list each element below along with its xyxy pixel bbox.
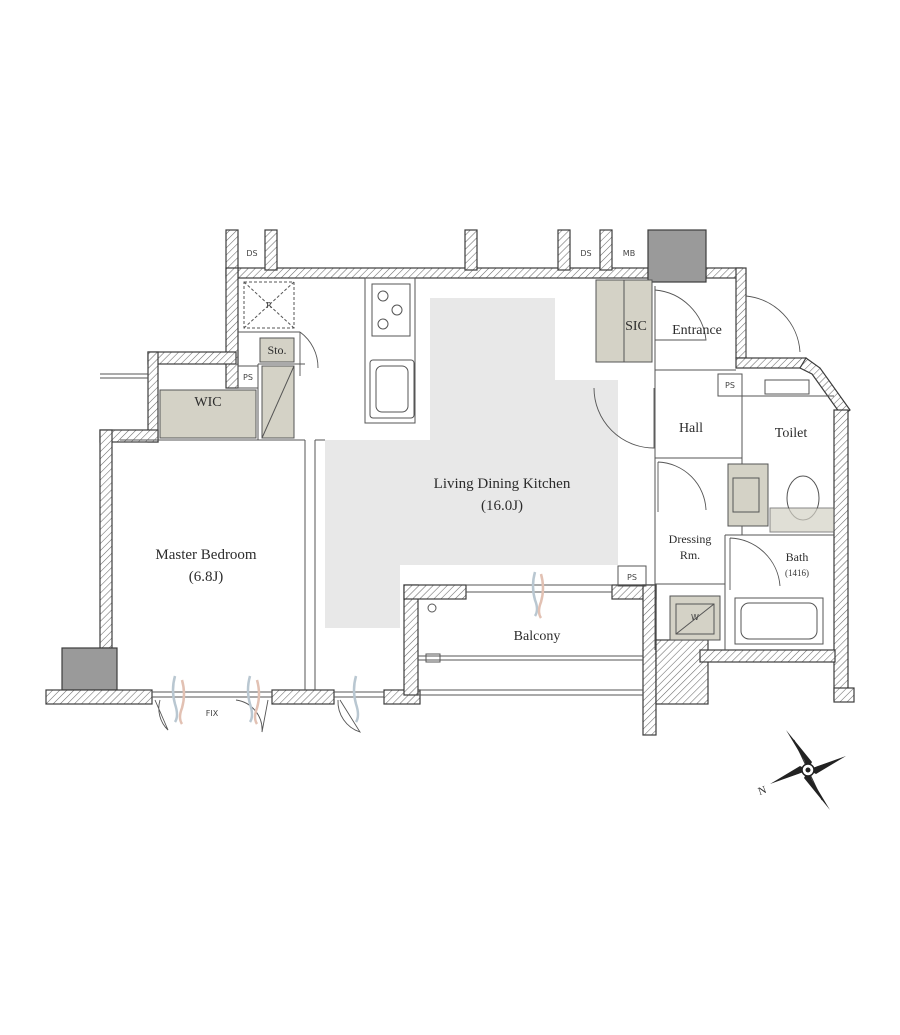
compass-north-label: N — [757, 784, 769, 798]
sic-label: SIC — [625, 319, 647, 334]
wash-basin-icon — [727, 463, 769, 527]
refrigerator-space — [243, 281, 295, 329]
toilet-label: Toilet — [775, 426, 808, 441]
mb-marker: MB — [623, 249, 635, 258]
ldk-floor — [325, 298, 618, 628]
ps-box-closet — [237, 365, 259, 389]
fix-marker: FIX — [206, 709, 219, 718]
washer-marker: W — [691, 613, 699, 622]
ps-box-balcony — [617, 565, 647, 587]
dressing-label-2: Rm. — [680, 548, 700, 562]
wic-label: WIC — [194, 395, 221, 410]
ldk-size: (16.0J) — [481, 498, 523, 514]
master-bedroom-size: (6.8J) — [189, 569, 224, 585]
balcony-label: Balcony — [514, 629, 561, 644]
windows — [100, 373, 384, 698]
dressing-label: Dressing — [669, 532, 712, 546]
washer-space — [669, 595, 721, 641]
bath-label: Bath — [786, 550, 809, 564]
compass-icon — [770, 730, 846, 810]
hall-label: Hall — [679, 421, 703, 436]
drain-icon — [427, 603, 437, 613]
toilet-icon — [764, 379, 835, 533]
ps-marker-hall: PS — [725, 381, 735, 390]
sto-closet — [259, 337, 295, 363]
sink-icon — [369, 359, 415, 419]
walls — [45, 229, 855, 736]
vent-icon — [425, 653, 441, 663]
bath-size: (1416) — [785, 568, 809, 578]
airflow-marks — [171, 571, 545, 725]
ps-marker-closet: PS — [243, 373, 253, 382]
wic-shelf — [159, 389, 257, 439]
ps-marker-balcony: PS — [627, 573, 637, 582]
partitions — [120, 277, 834, 696]
ldk-label: Living Dining Kitchen — [434, 476, 571, 492]
sto-label: Sto. — [267, 343, 286, 357]
master-bedroom-label: Master Bedroom — [155, 547, 257, 563]
entrance-label: Entrance — [672, 323, 722, 338]
ds-marker-right: DS — [580, 249, 591, 258]
stove-icon — [371, 283, 411, 337]
ps-box-hall — [717, 373, 743, 397]
bathtub-icon — [734, 597, 824, 645]
refrigerator-marker: R — [266, 301, 272, 310]
ds-marker-left: DS — [246, 249, 257, 258]
